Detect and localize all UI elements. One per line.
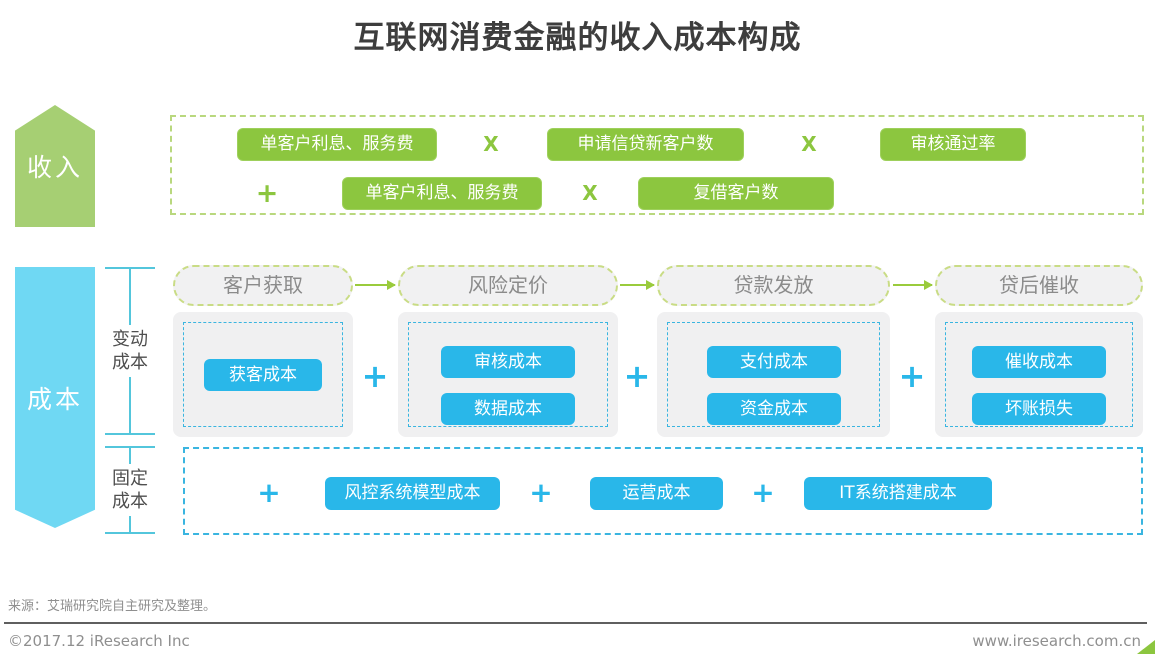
stage-card-risk-pricing: 审核成本 数据成本 [398, 312, 618, 437]
cost-item-button: 催收成本 [972, 346, 1106, 378]
plus-operator: + [255, 178, 279, 209]
stage-header-loan-issuing: 贷款发放 [657, 265, 890, 306]
stage-header-risk-pricing: 风险定价 [398, 265, 618, 306]
cost-item-button: 审核成本 [441, 346, 575, 378]
cost-item-button: 支付成本 [707, 346, 841, 378]
cost-arrow: 成本 [15, 267, 95, 528]
bracket-cap [105, 532, 155, 534]
revenue-pill: 审核通过率 [880, 128, 1026, 161]
cost-item-button: 坏账损失 [972, 393, 1106, 425]
cost-item-button: IT系统搭建成本 [804, 477, 992, 510]
revenue-pill: 申请信贷新客户数 [547, 128, 744, 161]
plus-operator: + [361, 357, 389, 395]
website-url: www.iresearch.com.cn [972, 632, 1141, 650]
copyright: ©2017.12 iResearch Inc [8, 632, 190, 650]
bracket-cap [105, 267, 155, 269]
stage-header-collection: 贷后催收 [935, 265, 1143, 306]
cost-item-button: 获客成本 [204, 359, 322, 391]
cost-item-button: 数据成本 [441, 393, 575, 425]
card-dashed-frame [408, 322, 608, 427]
page-title: 互联网消费金融的收入成本构成 [353, 20, 802, 56]
cost-item-button: 运营成本 [590, 477, 723, 510]
multiply-operator: X [483, 132, 499, 156]
plus-operator: + [529, 476, 553, 509]
footer-divider [4, 622, 1147, 624]
bracket-cap [105, 446, 155, 448]
variable-cost-label: 变动成本 [112, 328, 148, 373]
multiply-operator: X [801, 132, 817, 156]
bracket-cap [105, 433, 155, 435]
bracket-stem [129, 516, 131, 532]
card-dashed-frame [667, 322, 880, 427]
card-dashed-frame [183, 322, 343, 427]
stage-card-collection: 催收成本 坏账损失 [935, 312, 1143, 437]
stage-card-loan-issuing: 支付成本 资金成本 [657, 312, 890, 437]
flow-arrow-icon [355, 280, 396, 290]
multiply-operator: X [582, 181, 598, 205]
revenue-arrow-label: 收入 [26, 153, 83, 182]
revenue-pill: 单客户利息、服务费 [237, 128, 437, 161]
bracket-stem [129, 377, 131, 433]
plus-operator: + [898, 357, 926, 395]
revenue-arrow: 收入 [15, 105, 95, 227]
corner-triangle-icon [1137, 640, 1155, 654]
cost-arrow-label: 成本 [26, 384, 83, 414]
card-dashed-frame [945, 322, 1133, 427]
source-note: 来源：艾瑞研究院自主研究及整理。 [8, 599, 217, 614]
revenue-pill: 复借客户数 [638, 177, 834, 210]
cost-item-button: 资金成本 [707, 393, 841, 425]
plus-operator: + [751, 476, 775, 509]
plus-operator: + [623, 357, 651, 395]
fixed-cost-box: + 风控系统模型成本 + 运营成本 + IT系统搭建成本 [183, 447, 1143, 535]
bracket-stem [129, 269, 131, 325]
fixed-cost-label: 固定成本 [112, 467, 148, 512]
stage-header-acquisition: 客户获取 [173, 265, 353, 306]
revenue-pill: 单客户利息、服务费 [342, 177, 542, 210]
fixed-cost-bracket: 固定成本 [105, 446, 155, 534]
stage-card-acquisition: 获客成本 [173, 312, 353, 437]
bracket-stem [129, 448, 131, 464]
variable-cost-bracket: 变动成本 [105, 267, 155, 435]
flow-arrow-icon [893, 280, 933, 290]
revenue-formula-box: 单客户利息、服务费 X 申请信贷新客户数 X 审核通过率 + 单客户利息、服务费… [170, 115, 1144, 215]
cost-item-button: 风控系统模型成本 [325, 477, 500, 510]
plus-operator: + [257, 476, 281, 509]
flow-arrow-icon [620, 280, 655, 290]
